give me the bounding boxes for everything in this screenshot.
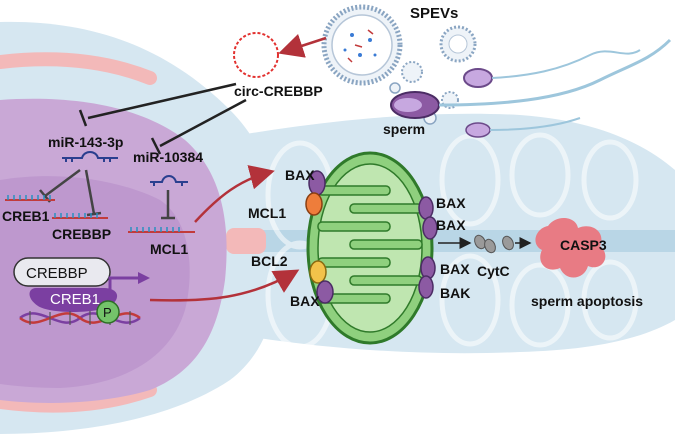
mitochondrion bbox=[306, 151, 434, 345]
creb1-gene-label: CREB1 bbox=[2, 208, 50, 224]
casp3-protein-icon bbox=[535, 217, 606, 278]
bax-label-right-2: BAX bbox=[436, 217, 466, 233]
bak-label: BAK bbox=[440, 285, 470, 301]
spevs-label: SPEVs bbox=[410, 5, 458, 22]
bax-label-bottom-left: BAX bbox=[290, 293, 320, 309]
crebbp-gene-label: CREBBP bbox=[52, 226, 111, 242]
circ-rna-icon bbox=[233, 32, 279, 78]
cytc-label: CytC bbox=[477, 263, 510, 279]
spevs-vesicle-icon bbox=[321, 4, 403, 86]
bax-proteins-right bbox=[418, 196, 438, 299]
spevs-to-circ-arrow bbox=[278, 33, 327, 58]
sperm-cells-icon bbox=[390, 38, 672, 138]
bax-label-top-left: BAX bbox=[285, 167, 315, 183]
mir-143-label: miR-143-3p bbox=[48, 134, 123, 150]
mcl1-translation-arrow bbox=[194, 165, 275, 223]
mirna-inhibition-lines bbox=[39, 168, 175, 220]
bax-label-right-3: BAX bbox=[440, 261, 470, 277]
mir-10384-label: miR-10384 bbox=[133, 149, 203, 165]
mrna-creb1-icon bbox=[5, 195, 55, 201]
mir-143-hairpin-icon bbox=[62, 151, 118, 162]
mir-10384-hairpin-icon bbox=[150, 175, 188, 186]
circ-inhibition-lines bbox=[78, 82, 247, 155]
mcl1-protein-label: MCL1 bbox=[248, 205, 286, 221]
mcl1-protein-icon bbox=[305, 192, 323, 216]
bcl2-activation-arrow bbox=[149, 269, 300, 302]
small-vesicles bbox=[389, 25, 477, 125]
circ-crebbp-label: circ-CREBBP bbox=[234, 83, 323, 99]
transcription-complex bbox=[13, 257, 150, 325]
bcl2-protein-icon bbox=[309, 260, 327, 284]
bcl2-protein-label: BCL2 bbox=[251, 253, 288, 269]
casp3-label: CASP3 bbox=[560, 237, 607, 253]
crebbp-protein-label: CREBBP bbox=[26, 265, 88, 282]
sperm-label: sperm bbox=[383, 121, 425, 137]
membrane-stripes bbox=[0, 52, 266, 413]
bax-label-right-1: BAX bbox=[436, 195, 466, 211]
mrna-mcl1-icon bbox=[128, 227, 195, 233]
cytc-icon bbox=[474, 234, 514, 254]
phospho-label: P bbox=[103, 305, 112, 320]
mrna-crebbp-icon bbox=[52, 213, 108, 219]
creb1-protein-label: CREB1 bbox=[50, 291, 100, 308]
bax-protein-bottom-left bbox=[316, 280, 334, 304]
mcl1-gene-label: MCL1 bbox=[150, 241, 188, 257]
sperm-apoptosis-label: sperm apoptosis bbox=[531, 293, 643, 309]
